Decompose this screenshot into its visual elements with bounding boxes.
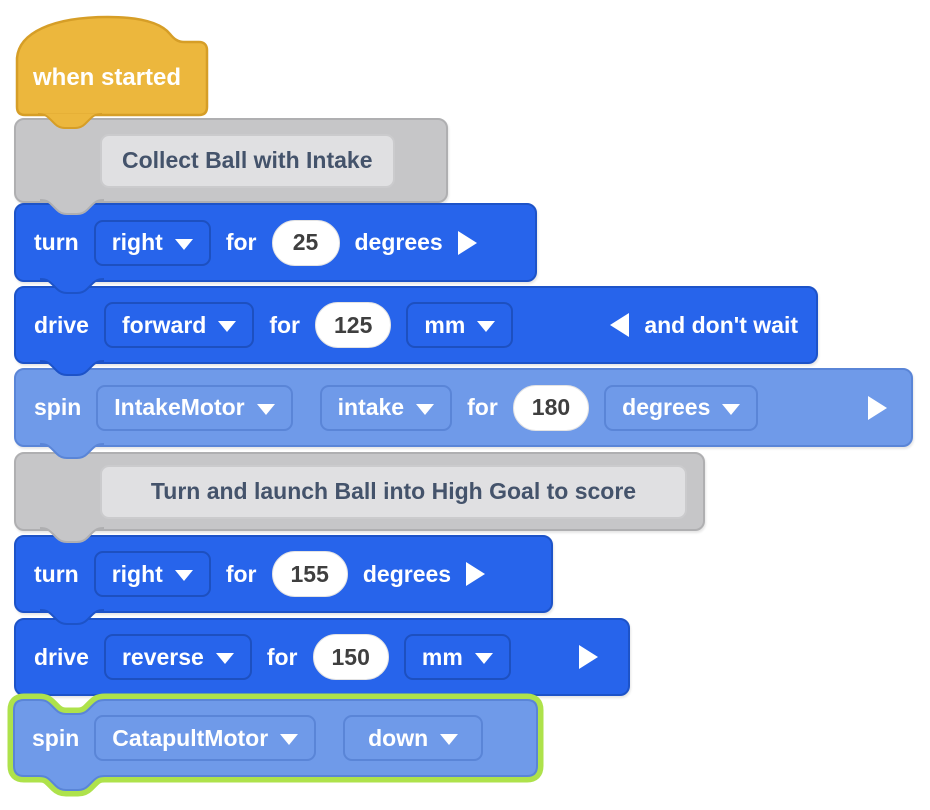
motor-dropdown[interactable]: CatapultMotor (94, 715, 317, 761)
for-label: for (266, 643, 298, 670)
unit-label: degrees (362, 560, 452, 587)
drive-block-2[interactable]: drive reverse for 150 mm (14, 618, 630, 696)
comment-text-box[interactable]: Turn and launch Ball into High Goal to s… (100, 464, 687, 519)
spin-label: spin (32, 724, 80, 751)
drive-block-1[interactable]: drive forward for 125 mm and don't wait (14, 286, 818, 376)
drive-label: drive (34, 643, 89, 670)
play-icon[interactable] (579, 645, 598, 669)
comment-block-2[interactable]: Turn and launch Ball into High Goal to s… (14, 452, 705, 543)
spin-direction-value: down (368, 724, 429, 751)
direction-value: right (111, 229, 163, 255)
motor-value: IntakeMotor (114, 394, 245, 420)
connector-tab (39, 278, 105, 294)
distance-input[interactable]: 150 (312, 634, 389, 680)
direction-value: forward (121, 311, 207, 338)
direction-value: right (111, 560, 163, 587)
degrees-input[interactable]: 180 (512, 384, 590, 431)
turn-block-1[interactable]: turn right for 25 degrees (14, 203, 537, 294)
block-when-started[interactable]: when started (14, 14, 210, 129)
dropdown-arrow-icon (477, 321, 496, 332)
angle-input[interactable]: 155 (271, 551, 348, 597)
dropdown-arrow-icon (174, 238, 193, 250)
play-icon[interactable] (466, 562, 486, 586)
dropdown-arrow-icon (474, 653, 493, 664)
unit-dropdown[interactable]: mm (403, 634, 511, 680)
angle-input[interactable]: 25 (271, 219, 340, 266)
for-label: for (269, 311, 300, 338)
spin-block-1[interactable]: spin IntakeMotor intake for 180 degrees (14, 368, 913, 459)
direction-value: reverse (121, 643, 204, 670)
spin-direction-dropdown[interactable]: intake (319, 384, 453, 431)
dropdown-arrow-icon (722, 403, 741, 415)
unit-value: mm (421, 643, 463, 670)
drive-label: drive (34, 311, 89, 338)
dropdown-arrow-icon (215, 653, 234, 664)
unit-label: degrees (354, 229, 443, 255)
unit-dropdown[interactable]: degrees (604, 384, 759, 431)
direction-dropdown[interactable]: right (93, 551, 211, 597)
for-label: for (467, 394, 498, 420)
dropdown-arrow-icon (174, 570, 193, 581)
dropdown-arrow-icon (256, 403, 275, 415)
dropdown-arrow-icon (440, 734, 459, 745)
unit-value: degrees (622, 394, 711, 420)
for-label: for (225, 560, 257, 587)
turn-block-2[interactable]: turn right for 155 degrees (14, 535, 553, 625)
direction-dropdown[interactable]: forward (103, 302, 255, 348)
motor-dropdown[interactable]: IntakeMotor (96, 384, 293, 431)
direction-dropdown[interactable]: reverse (103, 634, 252, 680)
when-started-label: when started (33, 64, 182, 91)
collapse-left-icon[interactable] (610, 313, 630, 337)
distance-input[interactable]: 125 (315, 302, 392, 348)
dropdown-arrow-icon (218, 321, 237, 332)
dropdown-arrow-icon (280, 734, 299, 745)
motor-value: CatapultMotor (112, 724, 269, 751)
spin-block-highlighted[interactable]: spin CatapultMotor down (7, 693, 547, 804)
connector-tab (39, 199, 105, 215)
comment-block-1[interactable]: Collect Ball with Intake (14, 118, 448, 215)
play-icon[interactable] (868, 395, 887, 420)
connector-tab (37, 113, 103, 129)
unit-value: mm (424, 311, 466, 338)
dropdown-arrow-icon (416, 403, 435, 415)
turn-label: turn (34, 560, 79, 587)
direction-dropdown[interactable]: right (93, 219, 211, 266)
play-icon[interactable] (457, 230, 477, 255)
connector-tab (39, 443, 105, 459)
dont-wait-label: and don't wait (644, 311, 798, 338)
spin-direction-dropdown[interactable]: down (343, 715, 484, 761)
connector-tab (39, 609, 105, 625)
connector-tab (39, 360, 105, 376)
comment-text-box[interactable]: Collect Ball with Intake (100, 133, 395, 188)
spin-direction-value: intake (337, 394, 405, 420)
spin-label: spin (34, 394, 82, 420)
unit-dropdown[interactable]: mm (406, 302, 514, 348)
turn-label: turn (34, 229, 79, 255)
connector-tab (39, 527, 105, 543)
for-label: for (225, 229, 257, 255)
